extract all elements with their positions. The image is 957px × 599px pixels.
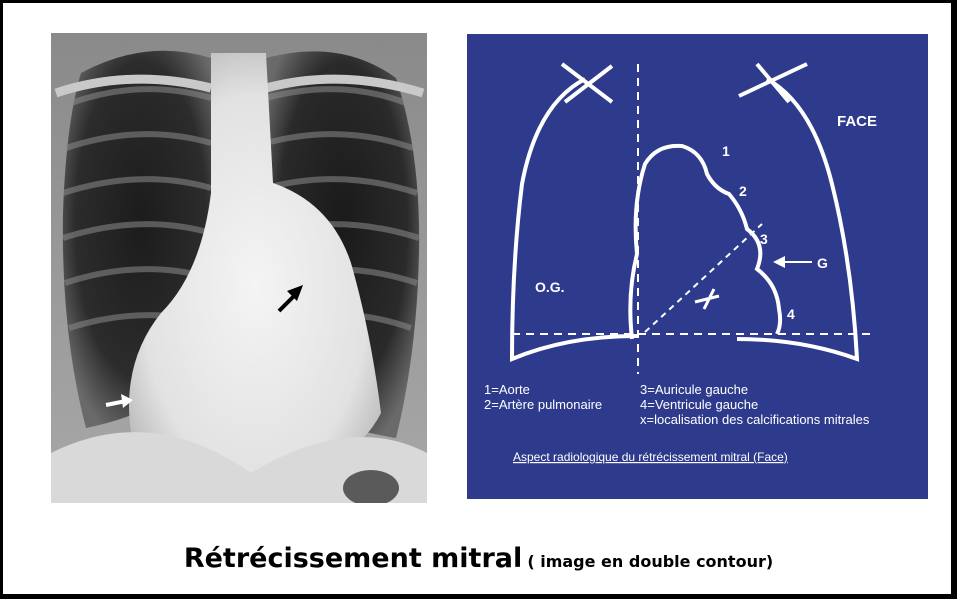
label-4: 4 bbox=[787, 306, 795, 322]
legend-4: 4=Ventricule gauche bbox=[640, 397, 758, 412]
label-face: FACE bbox=[837, 113, 877, 130]
chest-xray-image bbox=[51, 33, 427, 503]
slide-caption: Rétrécissement mitral ( image en double … bbox=[3, 543, 954, 574]
schema-drawing: FACE O.G. G 1 2 3 4 1=Aorte 2=Artère pul… bbox=[467, 34, 928, 499]
schema-subtitle: Aspect radiologique du rétrécissement mi… bbox=[513, 450, 788, 464]
legend-1: 1=Aorte bbox=[484, 382, 530, 397]
legend-2: 2=Artère pulmonaire bbox=[484, 397, 602, 412]
radiology-schema: FACE O.G. G 1 2 3 4 1=Aorte 2=Artère pul… bbox=[467, 34, 928, 499]
label-og: O.G. bbox=[535, 279, 565, 295]
label-g: G bbox=[817, 255, 828, 271]
caption-main: Rétrécissement mitral bbox=[184, 543, 522, 574]
legend-3: 3=Auricule gauche bbox=[640, 382, 748, 397]
legend-x: x=localisation des calcifications mitral… bbox=[640, 412, 870, 427]
label-1: 1 bbox=[722, 143, 730, 159]
label-2: 2 bbox=[739, 183, 747, 199]
caption-sub: ( image en double contour) bbox=[527, 552, 773, 571]
xray-drawing bbox=[51, 33, 427, 503]
label-3: 3 bbox=[760, 231, 768, 247]
